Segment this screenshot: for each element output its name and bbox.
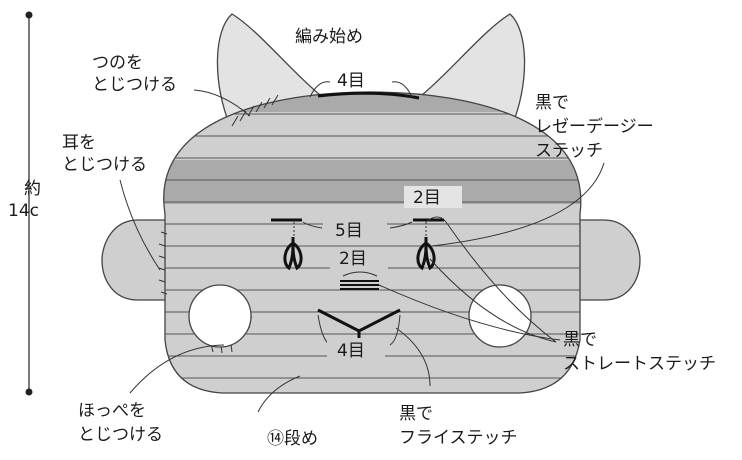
label-ears-line1: 耳を — [62, 133, 96, 153]
label-start: 編み始め — [295, 27, 363, 47]
label-fly-line1: 黒で — [399, 404, 433, 424]
count-top: 4目 — [337, 71, 365, 91]
label-fly-line2: フライステッチ — [399, 428, 518, 448]
cheek-right — [468, 284, 532, 348]
count-nose: 2目 — [339, 249, 367, 269]
label-horns-line2: とじつける — [92, 75, 177, 95]
label-size-line2: 14c — [8, 201, 39, 221]
label-daisy-line2: レゼーデージー — [535, 116, 654, 137]
label-cheeks-line2: とじつける — [78, 425, 163, 445]
label-rows: ⑭段め — [267, 429, 318, 449]
ear-right — [561, 219, 641, 301]
label-cheeks-line1: ほっぺを — [78, 401, 146, 421]
eye-right — [416, 237, 436, 271]
label-horns-line1: つのを — [92, 53, 143, 73]
nose-stitch — [340, 280, 379, 290]
start-chain — [317, 91, 420, 100]
label-daisy-line3: ステッチ — [535, 141, 603, 161]
label-straight-line2: ストレートステッチ — [563, 354, 716, 374]
cheek-left — [188, 284, 252, 348]
leader-lines — [119, 89, 605, 413]
label-size-line1: 約 — [24, 179, 41, 199]
label-ears-line2: とじつける — [62, 155, 147, 175]
count-eyes: 5目 — [335, 221, 363, 241]
eye-left — [283, 237, 303, 271]
size-indicator — [25, 11, 33, 396]
count-eye-right: 2目 — [413, 188, 441, 208]
count-mouth: 4目 — [337, 341, 365, 361]
label-daisy-line1: 黒で — [535, 93, 569, 113]
label-straight-line1: 黒で — [563, 330, 597, 350]
